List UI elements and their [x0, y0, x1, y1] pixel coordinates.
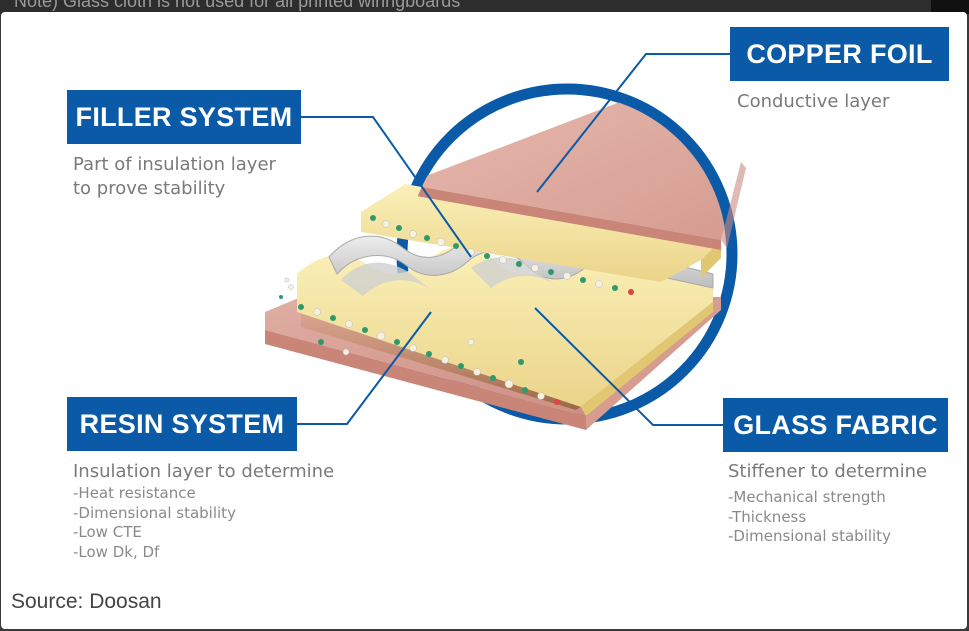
leader-lines — [297, 53, 730, 426]
top-copper-foil — [407, 94, 727, 250]
top-caption: Note) Glass cloth is not used for all pr… — [14, 0, 461, 11]
filler-system-description-line: to prove stability — [73, 178, 226, 199]
resin-system-description: Insulation layer to determine — [73, 461, 335, 482]
diagram-card: COPPER FOIL Conductive layer FILLER SYST… — [1, 12, 967, 629]
glass-fabric-item: -Dimensional stability — [728, 527, 891, 545]
top-corner-block — [931, 0, 969, 14]
resin-system-item: -Heat resistance — [73, 484, 196, 502]
copper-foil-description: Conductive layer — [737, 91, 890, 112]
resin-system-item: -Dimensional stability — [73, 503, 236, 522]
glass-fabric-leader — [534, 307, 723, 426]
copper-foil-leader — [536, 53, 730, 193]
resin-system-item: -Low Dk, Df — [73, 542, 160, 561]
glass-fabric-item: -Thickness — [728, 507, 807, 526]
glass-fabric-description: Stiffener to determine — [728, 461, 928, 482]
glass-fabric-title: GLASS FABRIC — [723, 398, 948, 452]
resin-system-items: -Heat resistance -Dimensional stability … — [73, 484, 236, 562]
top-caption-strip: Note) Glass cloth is not used for all pr… — [0, 0, 969, 14]
filler-system-description-line: Part of insulation layer — [73, 154, 276, 175]
glass-fabric-items: -Mechanical strength -Thickness -Dimensi… — [728, 488, 891, 547]
filler-system-description: Part of insulation layer to prove stabil… — [73, 153, 276, 201]
filler-system-title: FILLER SYSTEM — [67, 90, 301, 144]
filler-system-leader — [301, 116, 472, 258]
copper-foil-title: COPPER FOIL — [730, 27, 949, 81]
glass-fabric-item: -Mechanical strength — [728, 488, 886, 506]
upper-resin-layer — [361, 184, 721, 282]
resin-system-item: -Low CTE — [73, 523, 142, 541]
source-caption: Source: Doosan — [11, 590, 162, 613]
resin-system-leader — [297, 311, 432, 425]
resin-system-title: RESIN SYSTEM — [67, 397, 297, 451]
top-copper-edge — [721, 162, 746, 248]
pcb-layer-illustration — [265, 53, 746, 430]
filler-particles — [279, 215, 634, 405]
